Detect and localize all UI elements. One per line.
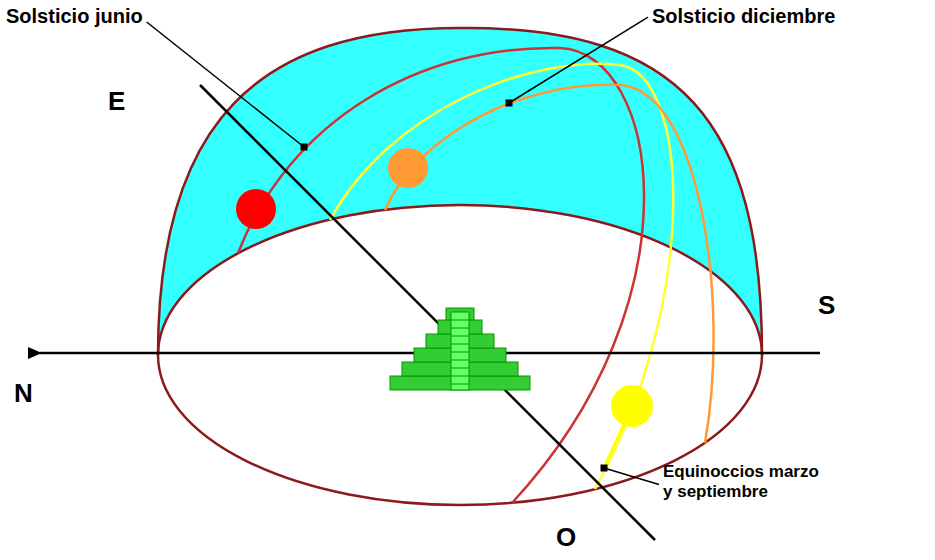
june-sun-path: [238, 48, 644, 503]
direction-letter: S: [818, 290, 835, 321]
solstice-label: Solsticio diciembre: [652, 4, 835, 28]
equinox-sun: [611, 385, 653, 427]
december-sun: [388, 148, 428, 188]
path-marker: [506, 100, 513, 107]
december-sun-path: [385, 85, 714, 443]
direction-letter: O: [556, 522, 576, 553]
leader-line: [604, 468, 659, 484]
equinox-label: Equinoccios marzo y septiembre: [663, 462, 828, 503]
leader-line: [509, 17, 648, 103]
leader-line: [147, 22, 304, 147]
east-west-axis: [200, 85, 655, 540]
solstice-label: Solsticio junio: [6, 4, 143, 28]
direction-letter: N: [14, 378, 33, 409]
pyramid-icon: [390, 308, 530, 390]
dome-outline: [158, 28, 762, 355]
equinox-sun-path: [330, 64, 673, 489]
june-sun: [236, 189, 276, 229]
direction-letter: E: [108, 86, 125, 117]
path-marker: [301, 144, 308, 151]
path-marker: [601, 465, 608, 472]
sky-dome: [158, 28, 762, 355]
